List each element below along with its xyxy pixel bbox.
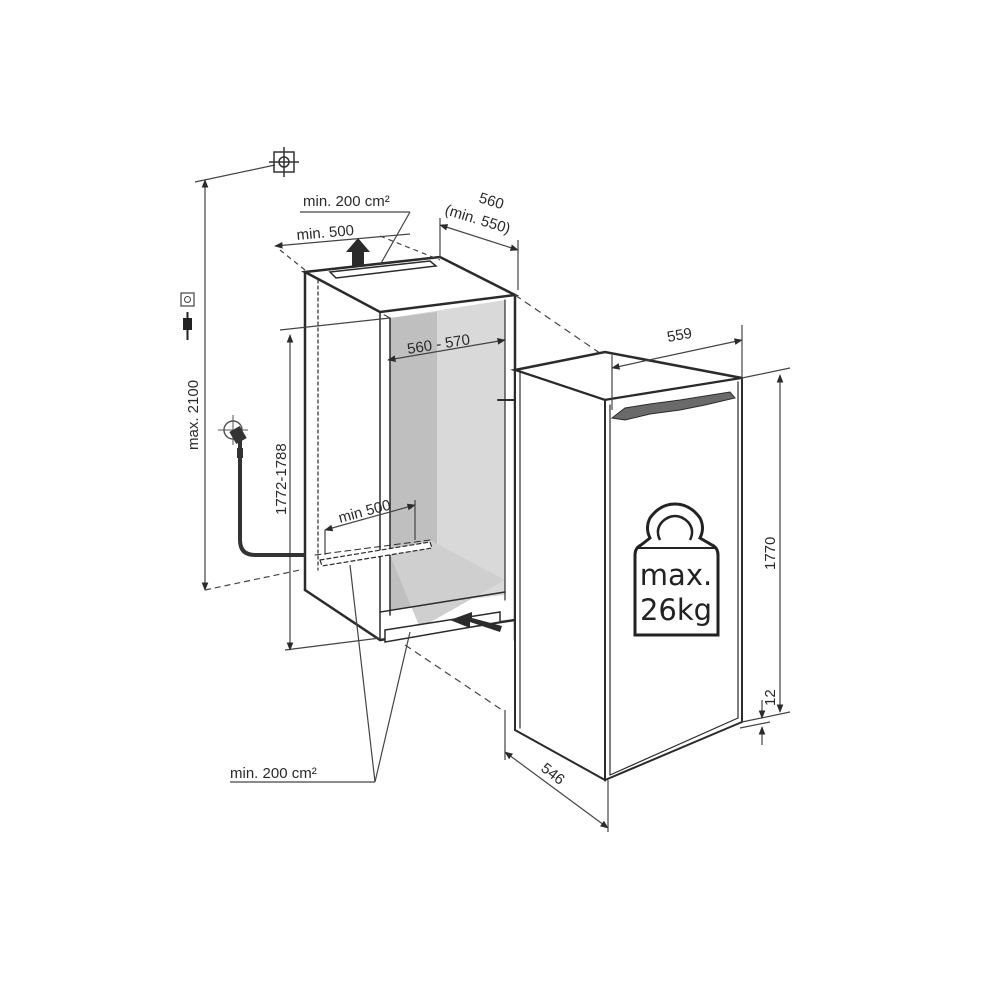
weight-line1: max. <box>640 558 712 592</box>
plinth-vent-slot <box>384 611 501 643</box>
bottom-vent-label: min. 200 cm² <box>230 765 317 782</box>
max-height-label: max. 2100 <box>185 380 202 450</box>
socket-crosshair-icon <box>269 147 299 177</box>
niche-height-label: 1772-1788 <box>273 443 290 515</box>
water-connection <box>218 415 305 557</box>
weight-line2: 26kg <box>640 593 712 627</box>
plinth-gap-label: 12 <box>762 689 779 706</box>
appliance-width-label: 559 <box>666 325 694 346</box>
bottom-depth-label: min 500 <box>337 497 393 527</box>
weight-icon <box>633 502 720 637</box>
niche-depth-label: 560 <box>477 190 506 214</box>
top-vent-label: min. 200 cm² <box>303 193 390 210</box>
appliance-height-label: 1770 <box>762 537 779 570</box>
plug-icon <box>180 292 195 340</box>
niche-width-dim-line <box>387 337 506 363</box>
top-grille <box>610 391 736 421</box>
appliance-width-dim-line <box>611 338 743 370</box>
appliance-depth-dim-line <box>504 751 609 829</box>
niche-cabinet <box>300 255 520 643</box>
top-vent-slot <box>328 260 438 279</box>
airflow-up-arrow <box>346 238 370 266</box>
airflow-in-arrow <box>450 612 502 632</box>
niche-depth-dim-line <box>439 224 519 251</box>
top-depth-dim-line <box>274 233 411 249</box>
bottom-depth-dim-line <box>324 503 416 532</box>
top-depth-label: min. 500 <box>296 222 355 244</box>
appliance-depth-label: 546 <box>538 760 568 789</box>
